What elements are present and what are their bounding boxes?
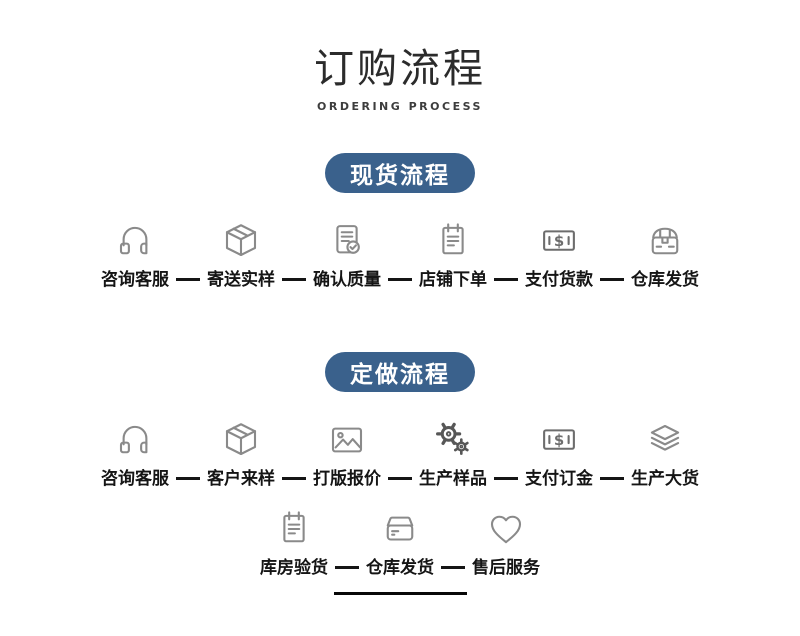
flow-row-instock: 咨询客服 寄送实样 确认质量 店铺下单 $ 支付货款 仓库发货: [0, 219, 800, 292]
step-label: 确认质量: [313, 270, 381, 290]
package-cube-icon: [219, 418, 263, 462]
flow-connector: [494, 278, 518, 281]
layers-icon: [643, 418, 687, 462]
flow-step: 仓库发货: [628, 219, 702, 292]
step-label: 仓库发货: [631, 270, 699, 290]
step-label: 客户来样: [207, 469, 275, 489]
headset-icon: [113, 219, 157, 263]
flow-row-custom-1: 咨询客服 客户来样 打版报价 生产样品 $ 支付订金 生产大货: [0, 418, 800, 491]
heart-icon: [484, 507, 528, 551]
flow-step: 咨询客服: [98, 219, 172, 292]
flow-step: 售后服务: [469, 507, 543, 580]
clipboard-icon: [431, 219, 475, 263]
badge-instock-process: 现货流程: [325, 153, 475, 193]
flow-step: 寄送实样: [204, 219, 278, 292]
flow-connector: [600, 278, 624, 281]
sealed-box-icon: [643, 219, 687, 263]
flow-connector: [600, 477, 624, 480]
image-icon: [325, 418, 369, 462]
svg-text:$: $: [554, 431, 564, 449]
flow-step: 客户来样: [204, 418, 278, 491]
flow-step: 生产样品: [416, 418, 490, 491]
flow-step: 店铺下单: [416, 219, 490, 292]
flow-step: 打版报价: [310, 418, 384, 491]
flow-connector: [388, 278, 412, 281]
banknote-icon: $: [537, 219, 581, 263]
page-title: 订购流程: [314, 46, 486, 92]
package-cube-icon: [219, 219, 263, 263]
step-label: 寄送实样: [207, 270, 275, 290]
flow-connector: [282, 278, 306, 281]
banknote-icon: $: [537, 418, 581, 462]
step-label: 支付订金: [525, 469, 593, 489]
flow-step: $ 支付货款: [522, 219, 596, 292]
step-label: 支付货款: [525, 270, 593, 290]
flow-step: 咨询客服: [98, 418, 172, 491]
clipboard-icon: [272, 507, 316, 551]
step-label: 生产大货: [631, 469, 699, 489]
flow-step: 确认质量: [310, 219, 384, 292]
flow-connector: [494, 477, 518, 480]
flow-step: 生产大货: [628, 418, 702, 491]
step-label: 库房验货: [260, 558, 328, 578]
flow-connector: [441, 566, 465, 569]
flow-connector: [388, 477, 412, 480]
step-label: 打版报价: [313, 469, 381, 489]
step-label: 售后服务: [472, 558, 540, 578]
flow-connector: [176, 278, 200, 281]
headset-icon: [113, 418, 157, 462]
header: 订购流程 ORDERING PROCESS: [0, 0, 800, 113]
document-check-icon: [325, 219, 369, 263]
gears-icon: [431, 418, 475, 462]
bottom-divider: [333, 592, 467, 595]
step-label: 咨询客服: [101, 469, 169, 489]
flow-step: $ 支付订金: [522, 418, 596, 491]
flow-connector: [335, 566, 359, 569]
flow-connector: [176, 477, 200, 480]
svg-text:$: $: [554, 232, 564, 250]
flow-connector: [282, 477, 306, 480]
flow-step: 仓库发货: [363, 507, 437, 580]
flow-step: 库房验货: [257, 507, 331, 580]
step-label: 咨询客服: [101, 270, 169, 290]
step-label: 店铺下单: [419, 270, 487, 290]
step-label: 仓库发货: [366, 558, 434, 578]
badge-custom-process: 定做流程: [325, 352, 475, 392]
flow-row-custom-2: 库房验货 仓库发货 售后服务: [0, 507, 800, 580]
step-label: 生产样品: [419, 469, 487, 489]
page-subtitle: ORDERING PROCESS: [317, 100, 483, 113]
drawer-box-icon: [378, 507, 422, 551]
